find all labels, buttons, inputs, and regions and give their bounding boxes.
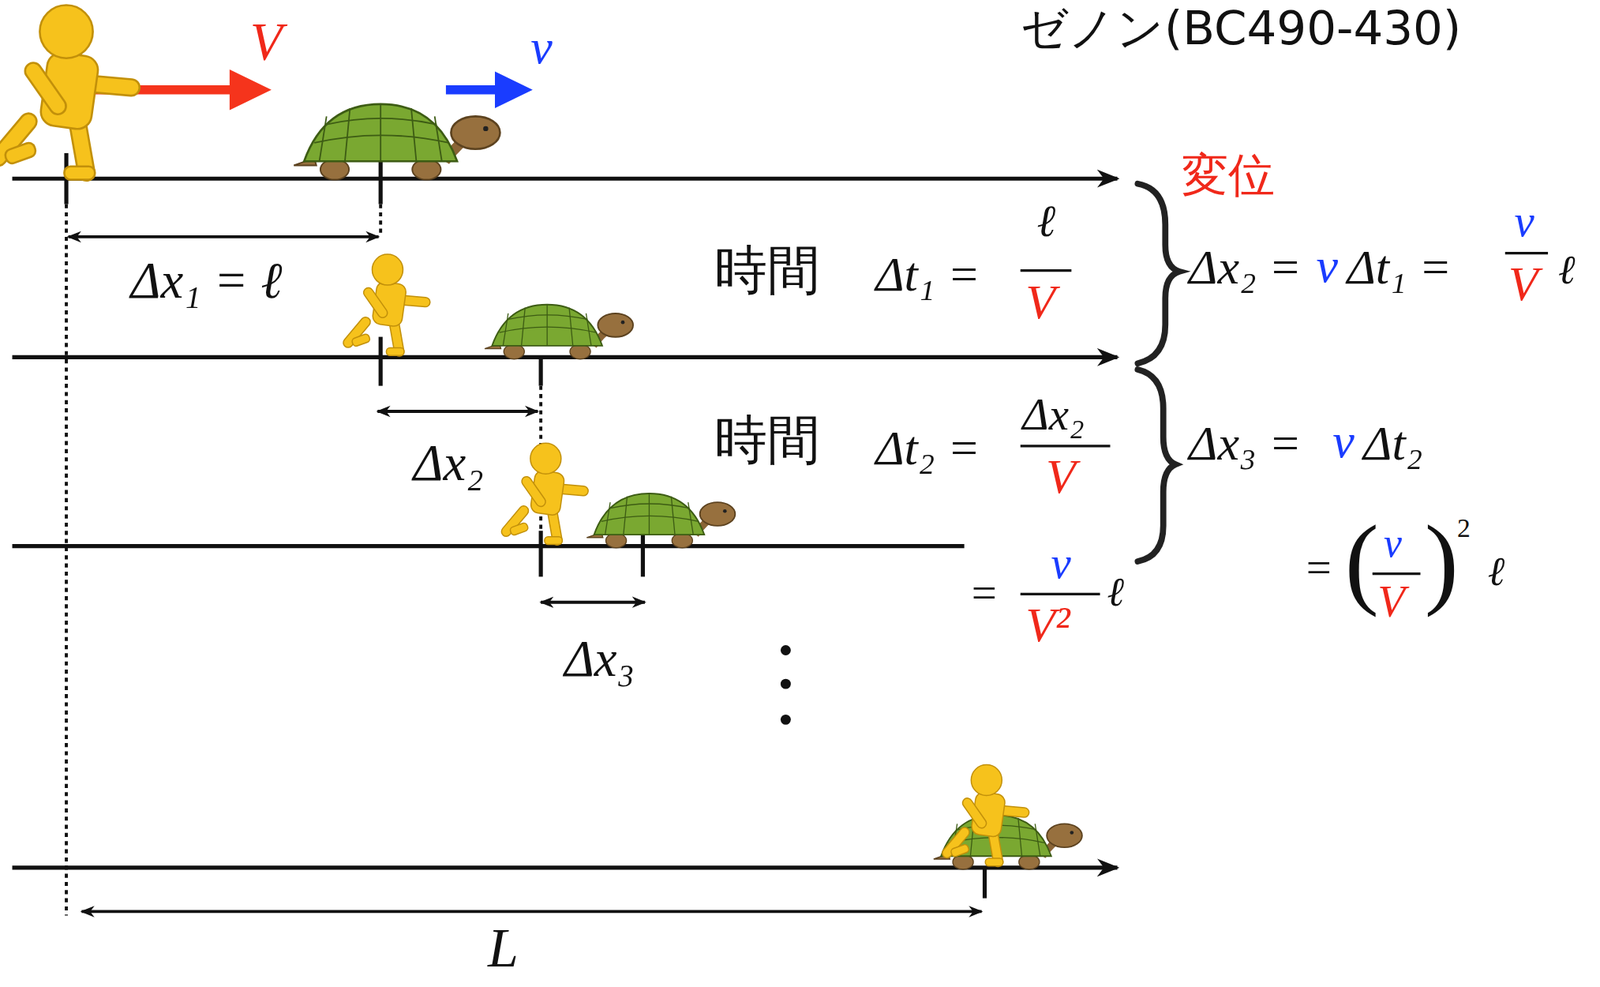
numerator: v xyxy=(1051,540,1072,586)
title: ゼノン(BC490-430) xyxy=(1020,3,1462,51)
parenthesis: ( xyxy=(1345,509,1379,612)
math-symbol: = xyxy=(1306,546,1332,592)
math-expression: Δx₃ = xyxy=(1188,418,1302,468)
exponent: 2 xyxy=(1457,515,1471,543)
denominator: V xyxy=(1025,277,1056,327)
time-label: 時間 xyxy=(714,243,821,297)
tortoises xyxy=(293,104,1083,870)
dimension-label: Δx₃ xyxy=(564,632,635,684)
dimension-arrows xyxy=(68,236,982,911)
denominator: V xyxy=(1508,258,1539,308)
velocity-symbol: V xyxy=(250,14,283,68)
math-symbol: ℓ xyxy=(1487,550,1506,593)
numerator: Δx₂ xyxy=(1022,393,1084,439)
runners xyxy=(0,4,1030,867)
velocity-arrows xyxy=(91,69,533,111)
numerator: v xyxy=(1383,522,1402,564)
dimension-label: Δx₂ xyxy=(413,436,484,488)
math-expression: Δt₁ = xyxy=(1346,243,1452,293)
continuation-dots xyxy=(780,644,791,725)
math-expression: Δt₂ xyxy=(1363,418,1423,468)
time-label: 時間 xyxy=(714,413,821,467)
parenthesis: ) xyxy=(1424,509,1459,612)
guide-lines xyxy=(66,204,541,916)
dimension-label: L xyxy=(487,920,519,976)
heading-label: 変位 xyxy=(1181,150,1276,198)
axis-lines xyxy=(12,178,1118,868)
ticks xyxy=(66,153,985,899)
math-expression: Δt₂ = xyxy=(875,423,981,473)
numerator: ℓ xyxy=(1036,198,1056,244)
math-symbol: = xyxy=(971,571,997,617)
velocity-symbol: v xyxy=(530,22,553,72)
denominator: V xyxy=(1045,452,1076,502)
math-expression: Δx₂ = xyxy=(1188,243,1302,293)
math-symbol: v xyxy=(1316,240,1339,290)
math-symbol: v xyxy=(1332,415,1355,465)
denominator: V² xyxy=(1025,599,1071,649)
fraction-bars xyxy=(1020,253,1548,595)
braces xyxy=(1137,183,1180,562)
math-symbol: ℓ xyxy=(1107,571,1125,613)
math-expression: Δt₁ = xyxy=(875,250,981,300)
math-expression: Δx₁ = ℓ xyxy=(130,254,282,307)
denominator: V xyxy=(1377,579,1406,625)
math-symbol: ℓ xyxy=(1558,250,1576,292)
numerator: v xyxy=(1513,198,1534,244)
